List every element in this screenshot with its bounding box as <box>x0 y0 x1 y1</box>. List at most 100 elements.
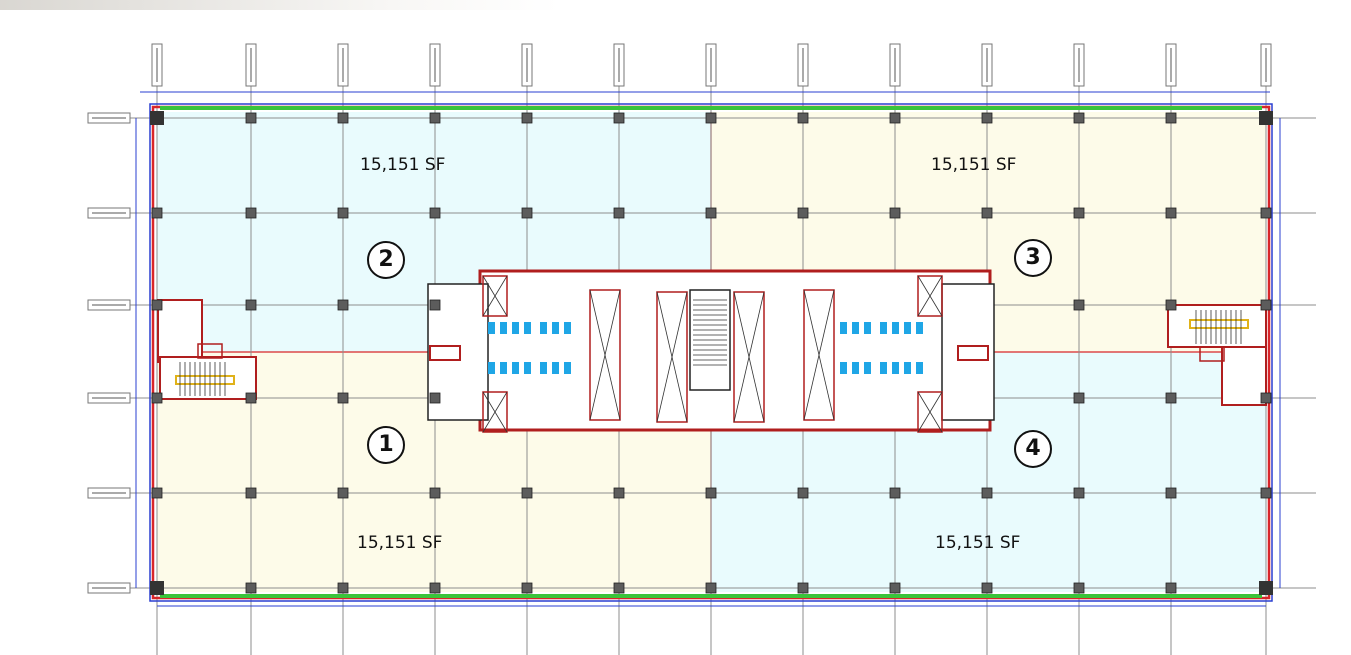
scan-shadow <box>0 0 560 10</box>
structural-column <box>245 112 257 124</box>
structural-column <box>151 487 163 499</box>
restroom-fixture <box>512 322 519 334</box>
shaft-cross <box>733 291 765 423</box>
structural-column <box>521 582 533 594</box>
structural-column <box>1073 392 1085 404</box>
structural-column <box>613 487 625 499</box>
corner-column <box>1259 111 1273 125</box>
structural-column <box>245 299 257 311</box>
structural-column <box>521 487 533 499</box>
structural-column <box>613 582 625 594</box>
east-stair-vestibule <box>1221 346 1267 406</box>
restroom-fixture <box>880 362 887 374</box>
structural-column <box>1073 487 1085 499</box>
structural-column <box>613 207 625 219</box>
east-stair <box>1167 304 1267 348</box>
restroom-fixture <box>564 362 571 374</box>
east-stair-door <box>1199 346 1225 362</box>
structural-column <box>981 487 993 499</box>
shaft-cross <box>482 275 508 317</box>
core-door-east <box>957 345 989 361</box>
structural-column <box>429 487 441 499</box>
structural-column <box>797 112 809 124</box>
restroom-fixture <box>500 322 507 334</box>
elevator-shaft <box>917 391 943 433</box>
zone-3-number-badge: 3 <box>1014 239 1052 277</box>
restroom-fixture <box>540 322 547 334</box>
egress-stairs <box>157 299 1267 406</box>
zone-4-area-label: 15,151 SF <box>935 533 1021 553</box>
structural-column <box>429 207 441 219</box>
restroom-fixture <box>524 322 531 334</box>
elevator-shaft <box>656 291 688 423</box>
restroom-fixture <box>904 322 911 334</box>
restroom-fixture <box>904 362 911 374</box>
corner-column <box>150 581 164 595</box>
restroom-fixture <box>840 362 847 374</box>
shaft-cross <box>917 275 943 317</box>
core-east-lobby <box>941 283 995 421</box>
corner-column <box>150 111 164 125</box>
structural-column <box>705 112 717 124</box>
structural-column <box>981 207 993 219</box>
zone-3-area-label: 15,151 SF <box>931 155 1017 175</box>
restroom-fixture <box>488 322 495 334</box>
structural-column <box>1165 392 1177 404</box>
structural-column <box>889 207 901 219</box>
restroom-fixture <box>488 362 495 374</box>
restroom-fixture <box>852 322 859 334</box>
structural-column <box>337 112 349 124</box>
structural-column <box>705 487 717 499</box>
structural-column <box>705 582 717 594</box>
restroom-fixture <box>500 362 507 374</box>
shaft-cross <box>656 291 688 423</box>
elevator-shaft <box>733 291 765 423</box>
restroom-fixture <box>864 322 871 334</box>
building-envelope <box>135 91 1281 607</box>
structural-column <box>337 392 349 404</box>
structural-column <box>797 582 809 594</box>
structural-column <box>1073 112 1085 124</box>
structural-column <box>1165 299 1177 311</box>
structural-column <box>337 582 349 594</box>
structural-column <box>1165 487 1177 499</box>
structural-column <box>1165 207 1177 219</box>
structural-column <box>1260 299 1272 311</box>
elevator-shaft <box>482 391 508 433</box>
structural-column <box>245 487 257 499</box>
restroom-fixture <box>564 322 571 334</box>
core-door-west <box>429 345 461 361</box>
structural-column <box>1073 582 1085 594</box>
elevator-shaft <box>482 275 508 317</box>
structural-column <box>797 487 809 499</box>
restroom-fixture <box>916 322 923 334</box>
outer-dimension-frame <box>149 103 1273 602</box>
structural-column <box>429 112 441 124</box>
structural-column <box>337 207 349 219</box>
structural-column <box>1073 207 1085 219</box>
structural-column <box>151 299 163 311</box>
structural-column <box>245 582 257 594</box>
zone-1-number-badge: 1 <box>367 426 405 464</box>
restroom-fixture <box>852 362 859 374</box>
structural-column <box>1165 582 1177 594</box>
restroom-fixture <box>552 322 559 334</box>
structural-column <box>521 207 533 219</box>
structural-column <box>889 582 901 594</box>
shaft-cross <box>917 391 943 433</box>
restroom-fixture <box>840 322 847 334</box>
structural-column <box>613 112 625 124</box>
elevator-shaft <box>589 289 621 421</box>
structural-column <box>151 207 163 219</box>
zone-4-number-badge: 4 <box>1014 430 1052 468</box>
structural-column <box>1260 392 1272 404</box>
structural-column <box>797 207 809 219</box>
structural-columns <box>150 111 1273 595</box>
structural-column <box>337 299 349 311</box>
restroom-fixture <box>512 362 519 374</box>
structural-column <box>889 487 901 499</box>
structural-column <box>981 112 993 124</box>
structural-column <box>981 582 993 594</box>
zone-1-fill <box>157 352 711 592</box>
zone-1-area-label: 15,151 SF <box>357 533 443 553</box>
